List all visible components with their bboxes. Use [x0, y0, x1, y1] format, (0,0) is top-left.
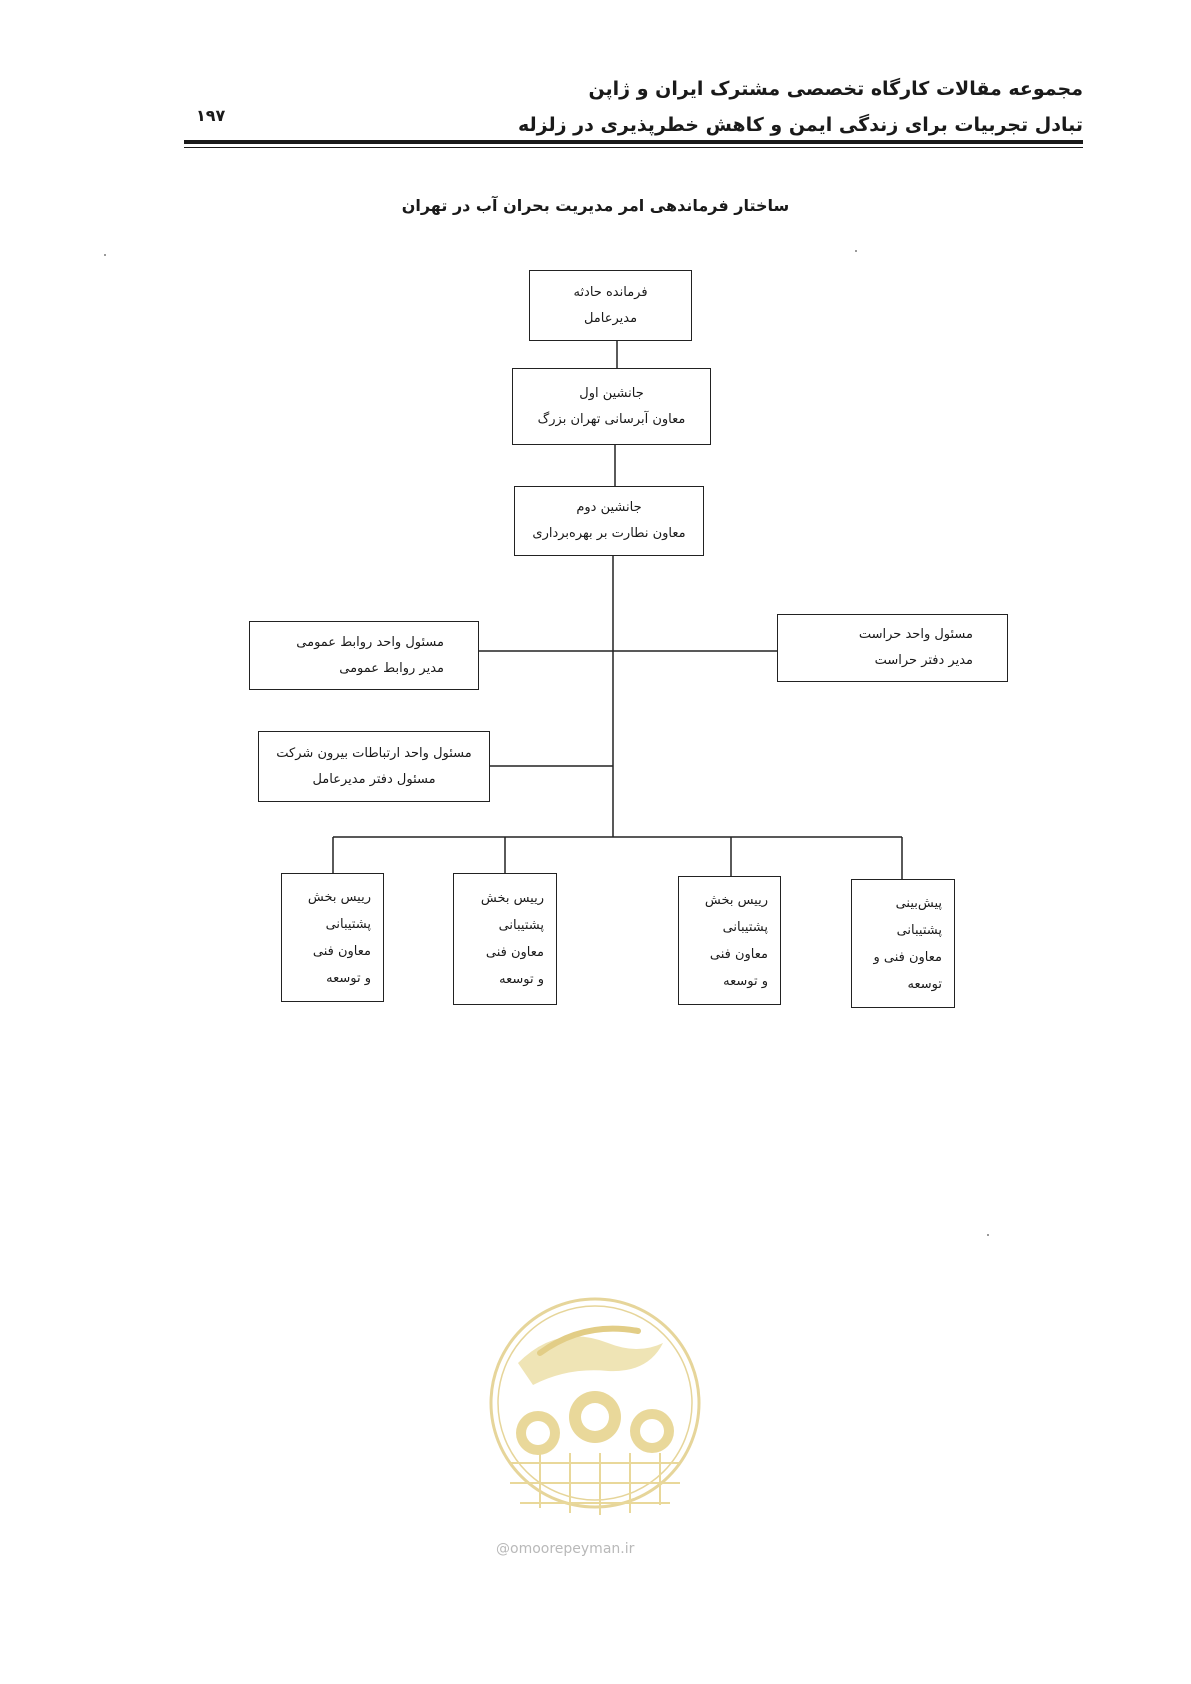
header-rule-thick — [184, 140, 1083, 144]
header-series-title: مجموعه مقالات کارگاه تخصصی مشترک ایران و… — [588, 78, 1083, 100]
branch2-line4: و توسعه — [499, 972, 544, 987]
box-second-deputy: جانشین دوم معاون نطارت بر بهره‌برداری — [514, 486, 704, 556]
scan-speck — [104, 254, 106, 256]
scan-speck — [987, 1234, 989, 1236]
box-branch-3: رییس بخش پشتیبانی معاون فنی و توسعه — [678, 876, 781, 1005]
second-deputy-title: معاون نطارت بر بهره‌برداری — [532, 526, 686, 541]
branch3-line2: پشتیبانی — [722, 919, 768, 935]
diagram-title: ساختار فرماندهی امر مدیریت بحران آب در ت… — [401, 196, 790, 215]
branch2-line3: معاون فنی — [485, 945, 544, 960]
branch3-line4: و توسعه — [723, 973, 768, 989]
page-number: ۱۹۷ — [196, 106, 226, 125]
first-deputy-title: معاون آبرسانی تهران بزرگ — [537, 411, 686, 427]
box-branch-1: رییس بخش پشتیبانی معاون فنی و توسعه — [281, 873, 384, 1002]
public-relations-role: مسئول واحد روابط عمومی — [296, 634, 444, 650]
header-rule-thin — [184, 147, 1083, 148]
first-deputy-role: جانشین اول — [579, 385, 644, 401]
box-branch-4: پیش‌بینی پشتیبانی معاون فنی و توسعه — [851, 879, 955, 1008]
box-external-communications: مسئول واحد ارتباطات بیرون شرکت مسئول دفت… — [258, 731, 490, 802]
watermark-url: @omoorepeyman.ir — [496, 1541, 635, 1557]
security-role: مسئول واحد حراست — [858, 627, 973, 642]
branch4-line2: پشتیبانی — [896, 922, 942, 938]
branch2-line2: پشتیبانی — [498, 918, 544, 933]
box-branch-2: رییس بخش پشتیبانی معاون فنی و توسعه — [453, 873, 557, 1005]
box-public-relations: مسئول واحد روابط عمومی مدیر روابط عمومی — [249, 621, 479, 690]
external-comm-title: مسئول دفتر مدیرعامل — [312, 771, 436, 787]
branch4-line3: معاون فنی و — [873, 949, 942, 965]
branch1-line4: و توسعه — [326, 970, 371, 986]
commander-role: فرمانده حادثه — [573, 284, 648, 300]
branch1-line1: رییس بخش — [307, 889, 371, 905]
box-first-deputy: جانشین اول معاون آبرسانی تهران بزرگ — [512, 368, 711, 445]
watermark-stamp-logo — [489, 1297, 701, 1515]
branch3-line3: معاون فنی — [709, 946, 768, 962]
branch4-line1: پیش‌بینی — [895, 895, 942, 911]
box-incident-commander: فرمانده حادثه مدیرعامل — [529, 270, 692, 341]
scan-speck — [855, 250, 857, 252]
external-comm-role: مسئول واحد ارتباطات بیرون شرکت — [276, 745, 472, 761]
branch1-line3: معاون فنی — [312, 943, 371, 959]
branch4-line4: توسعه — [907, 976, 942, 992]
branch3-line1: رییس بخش — [704, 892, 768, 908]
public-relations-title: مدیر روابط عمومی — [339, 660, 444, 676]
header-book-title: تبادل تجربیات برای زندگی ایمن و کاهش خطر… — [518, 114, 1083, 136]
commander-title: مدیرعامل — [583, 310, 638, 326]
branch2-line1: رییس بخش — [480, 891, 544, 906]
box-security: مسئول واحد حراست مدیر دفتر حراست — [777, 614, 1008, 682]
second-deputy-role: جانشین دوم — [576, 500, 642, 515]
security-title: مدیر دفتر حراست — [874, 653, 973, 668]
branch1-line2: پشتیبانی — [325, 916, 371, 932]
